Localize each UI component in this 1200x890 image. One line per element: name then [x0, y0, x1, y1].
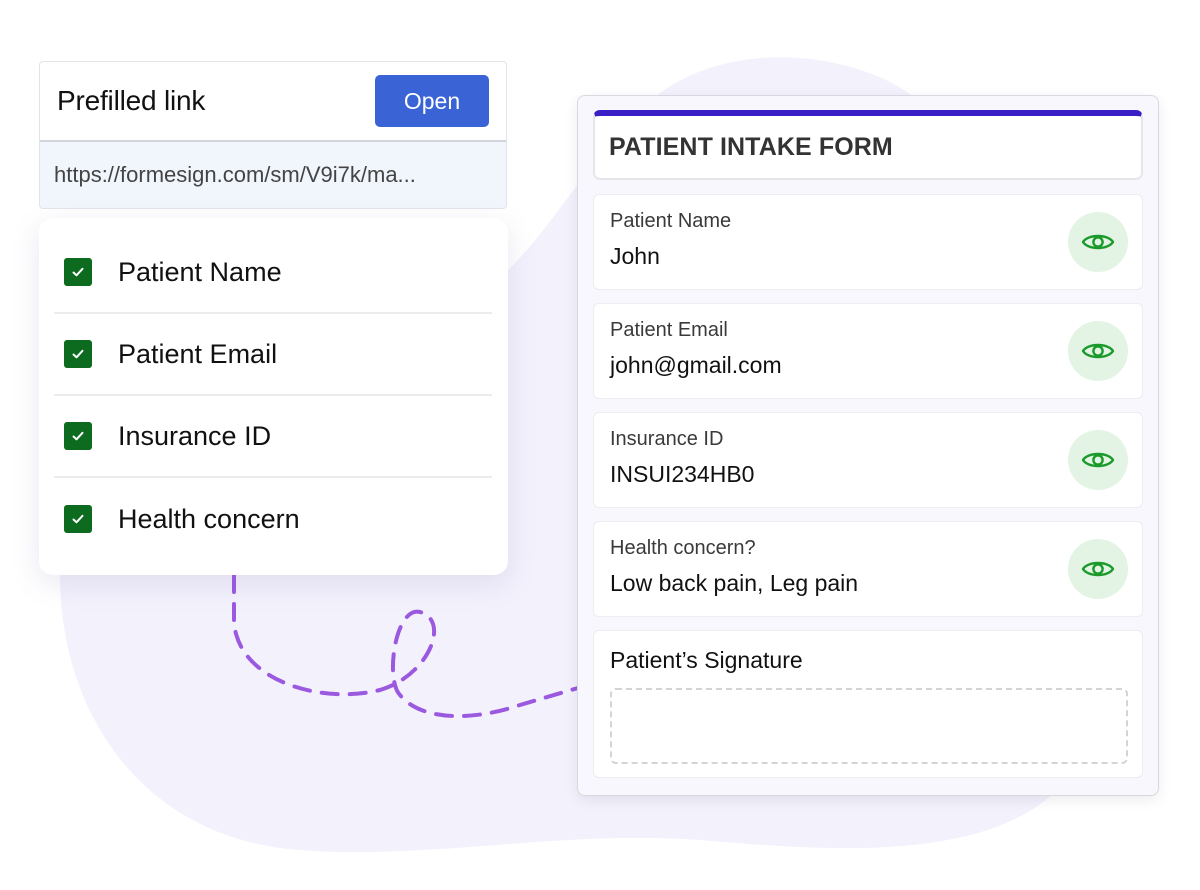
eye-icon[interactable] — [1068, 321, 1128, 381]
checklist-item-health-concern[interactable]: Health concern — [54, 478, 492, 560]
field-signature: Patient’s Signature — [593, 630, 1143, 778]
field-health-concern: Health concern? Low back pain, Leg pain — [593, 521, 1143, 617]
field-label: Patient Name — [610, 210, 732, 232]
field-patient-name: Patient Name John — [593, 194, 1143, 290]
checklist-label: Patient Email — [118, 338, 278, 369]
form-header: PATIENT INTAKE FORM — [593, 110, 1143, 180]
signature-pad[interactable] — [610, 688, 1128, 764]
field-insurance-id: Insurance ID INSUI234HB0 — [593, 412, 1143, 508]
checkbox-checked-icon[interactable] — [64, 422, 92, 450]
checkbox-checked-icon[interactable] — [64, 340, 92, 368]
field-label: Health concern? — [610, 537, 756, 559]
prefilled-url[interactable]: https://formesign.com/sm/V9i7k/ma... — [40, 142, 506, 208]
checklist-item-patient-email[interactable]: Patient Email — [54, 314, 492, 396]
checkbox-checked-icon[interactable] — [64, 258, 92, 286]
field-label: Insurance ID — [610, 428, 724, 450]
checklist-label: Patient Name — [118, 256, 282, 287]
checklist-label: Health concern — [118, 503, 300, 534]
patient-intake-form: PATIENT INTAKE FORM Patient Name John Pa… — [577, 95, 1159, 796]
prefilled-link-title: Prefilled link — [57, 85, 206, 116]
prefilled-link-card: Prefilled link Open https://formesign.co… — [39, 61, 507, 209]
field-value[interactable]: Low back pain, Leg pain — [610, 570, 859, 596]
checkbox-checked-icon[interactable] — [64, 505, 92, 533]
eye-icon[interactable] — [1068, 539, 1128, 599]
field-patient-email: Patient Email john@gmail.com — [593, 303, 1143, 399]
form-title: PATIENT INTAKE FORM — [609, 132, 893, 161]
eye-icon[interactable] — [1068, 430, 1128, 490]
prefilled-link-header: Prefilled link Open — [40, 62, 506, 142]
field-label: Patient Email — [610, 319, 728, 341]
field-checklist: Patient Name Patient Email Insurance ID … — [39, 218, 508, 575]
field-value[interactable]: INSUI234HB0 — [610, 461, 755, 487]
signature-label: Patient’s Signature — [610, 647, 803, 673]
field-value[interactable]: John — [610, 243, 660, 269]
checklist-item-insurance-id[interactable]: Insurance ID — [54, 396, 492, 478]
eye-icon[interactable] — [1068, 212, 1128, 272]
checklist-label: Insurance ID — [118, 420, 272, 451]
checklist-item-patient-name[interactable]: Patient Name — [54, 232, 492, 314]
open-button[interactable]: Open — [375, 75, 489, 127]
field-value[interactable]: john@gmail.com — [610, 352, 782, 378]
